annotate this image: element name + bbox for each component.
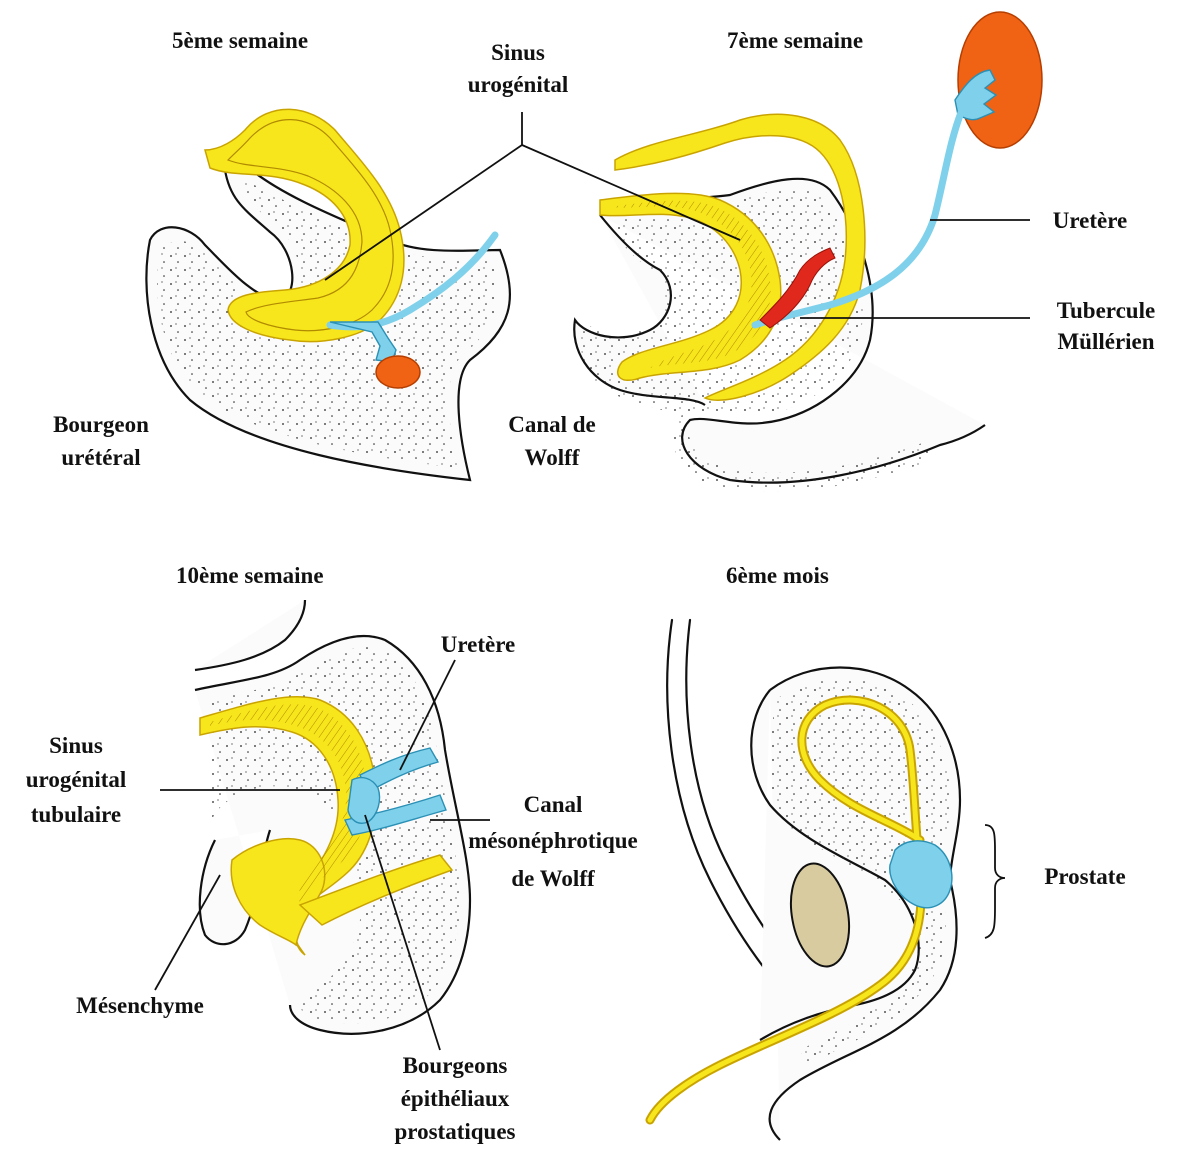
panel-week10: 10ème semaine (176, 563, 470, 1034)
label-sinus-tub-2: urogénital (26, 767, 127, 792)
label-prostate: Prostate (1044, 864, 1125, 889)
panel-week7: 7ème semaine (574, 12, 1042, 491)
title-week7: 7ème semaine (727, 28, 863, 53)
metanephros-week5 (376, 356, 420, 388)
label-mesenchyme: Mésenchyme (76, 993, 204, 1018)
label-uretere-week10: Uretère (441, 632, 515, 657)
label-canal-2: Wolff (525, 445, 580, 470)
label-uretere-week7: Uretère (1053, 208, 1127, 233)
label-canal-meso-2: mésonéphrotique (468, 828, 638, 853)
label-bourgeon-2: urétéral (61, 445, 140, 470)
label-sinus-tub-3: tubulaire (31, 802, 121, 827)
label-sinus-tub-1: Sinus (49, 733, 103, 758)
label-canal-meso-1: Canal (524, 792, 583, 817)
title-week10: 10ème semaine (176, 563, 324, 588)
title-week5: 5ème semaine (172, 28, 308, 53)
labels: Sinus urogénital Bourgeon urétéral Canal… (26, 40, 1155, 1144)
label-bourgeons-1: Bourgeons (403, 1053, 508, 1078)
panel-month6: 6ème mois (650, 563, 1005, 1140)
label-canal-1: Canal de (508, 412, 596, 437)
label-bourgeons-2: épithéliaux (401, 1086, 510, 1111)
prostate-brace (985, 825, 1005, 938)
label-sinus-1: Sinus (491, 40, 545, 65)
label-canal-meso-3: de Wolff (511, 866, 595, 891)
title-month6: 6ème mois (726, 563, 829, 588)
label-bourgeons-3: prostatiques (395, 1119, 516, 1144)
label-bourgeon-1: Bourgeon (53, 412, 149, 437)
label-tubercule-2: Müllérien (1057, 329, 1154, 354)
panel-week5: 5ème semaine (146, 28, 510, 480)
label-tubercule-1: Tubercule (1057, 298, 1155, 323)
label-sinus-2: urogénital (468, 72, 569, 97)
